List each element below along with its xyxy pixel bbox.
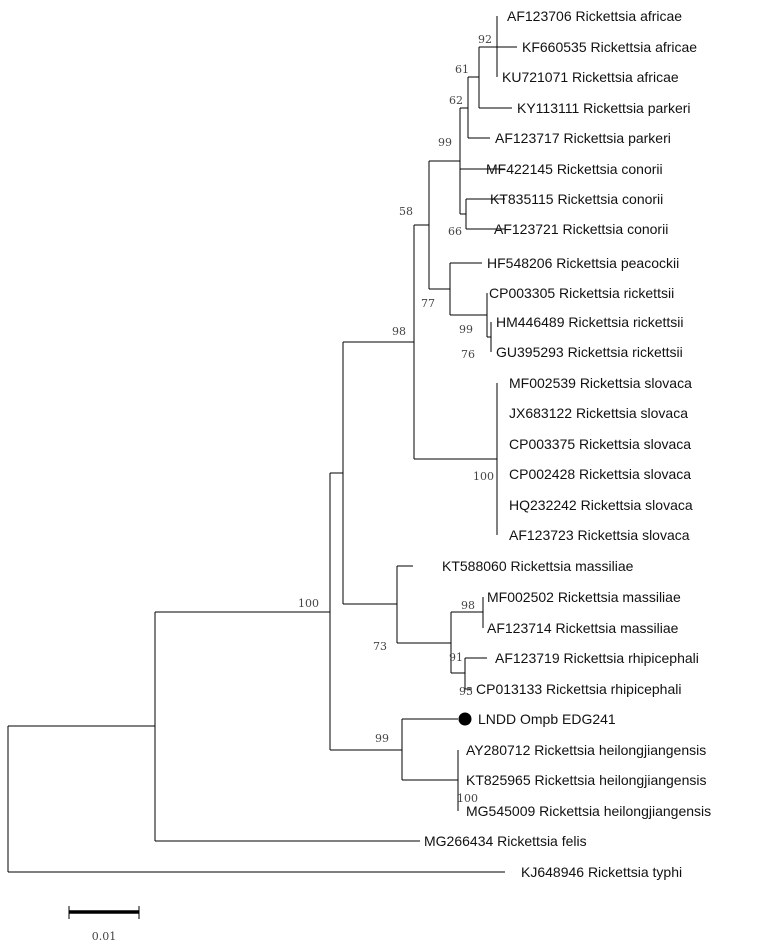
support-value-spotted-core: 58 xyxy=(399,205,413,218)
leaf-label-l19: KT588060 Rickettsia massiliae xyxy=(442,558,634,574)
leaf-label-l22: AF123719 Rickettsia rhipicephali xyxy=(495,650,699,666)
support-value-rhipicephali-pair: 95 xyxy=(459,685,473,698)
support-value-spotted-fever-group: 100 xyxy=(298,597,319,610)
leaf-label-l27: MG545009 Rickettsia heilongjiangensis xyxy=(466,803,711,819)
leaf-label-l20: MF002502 Rickettsia massiliae xyxy=(487,589,681,605)
leaf-label-l3: KU721071 Rickettsia africae xyxy=(502,69,679,85)
leaf-label-l9: HF548206 Rickettsia peacockii xyxy=(487,255,679,271)
leaf-label-l21: AF123714 Rickettsia massiliae xyxy=(487,620,679,636)
leaf-label-l28: MG266434 Rickettsia felis xyxy=(424,833,587,849)
support-value-heilongjiangensis-group: 99 xyxy=(375,732,389,745)
leaf-label-l11: HM446489 Rickettsia rickettsii xyxy=(496,314,684,330)
tree-branches xyxy=(7,16,517,873)
support-value-slovaca-group: 100 xyxy=(473,470,494,483)
leaf-label-l29: KJ648946 Rickettsia typhi xyxy=(521,864,682,880)
scale-bar-label: 0.01 xyxy=(92,930,117,943)
support-value-slovaca-core: 98 xyxy=(392,325,406,338)
leaf-label-l4: KY113111 Rickettsia parkeri xyxy=(517,100,691,116)
support-value-rickettsii-group: 76 xyxy=(461,348,475,361)
support-value-rickettsii-pair: 99 xyxy=(459,323,473,336)
leaf-label-l14: JX683122 Rickettsia slovaca xyxy=(509,405,688,421)
query-sample-marker-icon xyxy=(458,712,472,726)
leaf-label-l8: AF123721 Rickettsia conorii xyxy=(494,221,668,237)
leaf-label-l24: LNDD Ompb EDG241 xyxy=(478,711,616,727)
leaf-label-l1: AF123706 Rickettsia africae xyxy=(507,8,682,24)
leaf-label-l6: MF422145 Rickettsia conorii xyxy=(486,161,663,177)
support-value-africae-3: 92 xyxy=(478,33,492,46)
support-value-massiliae-pair: 98 xyxy=(461,599,475,612)
support-value-massiliae-group: 73 xyxy=(373,640,387,653)
support-value-conorii-pair: 66 xyxy=(448,225,462,238)
leaf-label-l25: AY280712 Rickettsia heilongjiangensis xyxy=(466,742,706,758)
leaf-label-l15: CP003375 Rickettsia slovaca xyxy=(509,436,691,452)
support-value-heilongjiangensis-pair: 100 xyxy=(457,792,478,805)
support-values: 92 61 62 66 99 77 58 99 76 100 98 98 91 95 73 100 100 99 xyxy=(298,33,494,805)
leaf-label-l23: CP013133 Rickettsia rhipicephali xyxy=(476,681,681,697)
leaf-label-l12: GU395293 Rickettsia rickettsii xyxy=(496,344,683,360)
scale-bar: 0.01 xyxy=(68,906,140,943)
leaf-label-l13: MF002539 Rickettsia slovaca xyxy=(509,375,692,391)
leaf-label-l10: CP003305 Rickettsia rickettsii xyxy=(489,285,674,301)
leaf-label-l18: AF123723 Rickettsia slovaca xyxy=(509,527,690,543)
leaf-label-l5: AF123717 Rickettsia parkeri xyxy=(495,130,671,146)
leaf-label-l26: KT825965 Rickettsia heilongjiangensis xyxy=(466,772,706,788)
leaf-label-l16: CP002428 Rickettsia slovaca xyxy=(509,466,691,482)
leaf-label-l17: HQ232242 Rickettsia slovaca xyxy=(509,497,693,513)
support-value-africae-parkeri: 61 xyxy=(455,63,469,76)
leaf-label-l2: KF660535 Rickettsia africae xyxy=(522,39,697,55)
leaf-label-l7: KT835115 Rickettsia conorii xyxy=(490,191,663,207)
support-value-conorii-group: 99 xyxy=(438,136,452,149)
support-value-peacockii-rickettsii: 77 xyxy=(421,297,435,310)
support-value-massiliae-rhipicephali: 91 xyxy=(449,651,463,664)
support-value-parkeri-group: 62 xyxy=(449,94,463,107)
